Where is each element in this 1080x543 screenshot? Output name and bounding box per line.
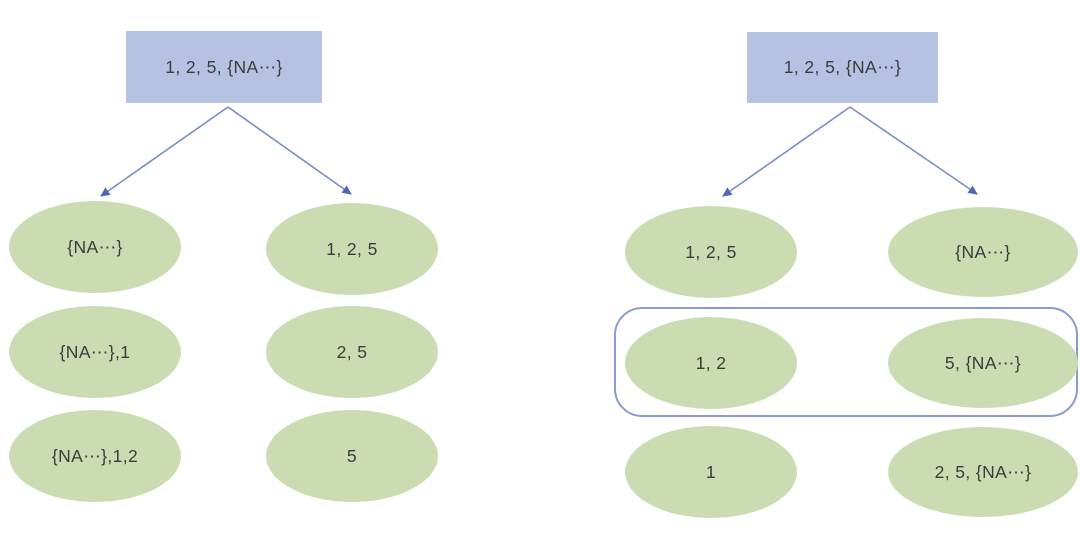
node-label: 2, 5, {NA⋯} — [934, 461, 1032, 482]
right-tree-row1-left-node: 1, 2, 5 — [625, 206, 797, 298]
right-tree-row1-right-node: {NA⋯} — [888, 207, 1078, 297]
node-label: 2, 5 — [336, 341, 368, 362]
right-tree-row2-left-node: 1, 2 — [625, 317, 797, 409]
left-tree-row2-right-node: 2, 5 — [266, 306, 438, 398]
node-label: {NA⋯} — [67, 236, 123, 257]
right-tree-left-arrow — [722, 106, 851, 197]
node-label: {NA⋯} — [955, 241, 1011, 262]
right-tree-root-node: 1, 2, 5, {NA⋯} — [747, 32, 938, 103]
left-tree-row3-left-node: {NA⋯},1,2 — [9, 410, 181, 502]
left-tree-root-label: 1, 2, 5, {NA⋯} — [165, 56, 283, 77]
left-tree-root-node: 1, 2, 5, {NA⋯} — [126, 31, 322, 103]
right-tree-row2-right-node: 5, {NA⋯} — [888, 318, 1078, 408]
left-tree-row1-right-node: 1, 2, 5 — [266, 203, 438, 295]
right-tree-right-arrow — [849, 106, 978, 195]
node-label: 1, 2 — [695, 352, 727, 373]
left-tree-right-arrow — [227, 106, 352, 195]
right-tree-row3-right-node: 2, 5, {NA⋯} — [888, 427, 1078, 517]
node-label: {NA⋯},1,2 — [51, 445, 139, 466]
left-tree-row1-left-node: {NA⋯} — [9, 201, 181, 293]
node-label: 5 — [346, 445, 358, 466]
right-tree-row3-left-node: 1 — [625, 426, 797, 518]
left-tree-row2-left-node: {NA⋯},1 — [9, 306, 181, 398]
node-label: 5, {NA⋯} — [944, 352, 1022, 373]
left-tree-row3-right-node: 5 — [266, 410, 438, 502]
node-label: {NA⋯},1 — [59, 341, 131, 362]
node-label: 1, 2, 5 — [685, 241, 737, 262]
node-label: 1, 2, 5 — [326, 238, 378, 259]
right-tree-root-label: 1, 2, 5, {NA⋯} — [783, 57, 902, 77]
left-tree-left-arrow — [100, 106, 229, 197]
node-label: 1 — [705, 461, 717, 482]
